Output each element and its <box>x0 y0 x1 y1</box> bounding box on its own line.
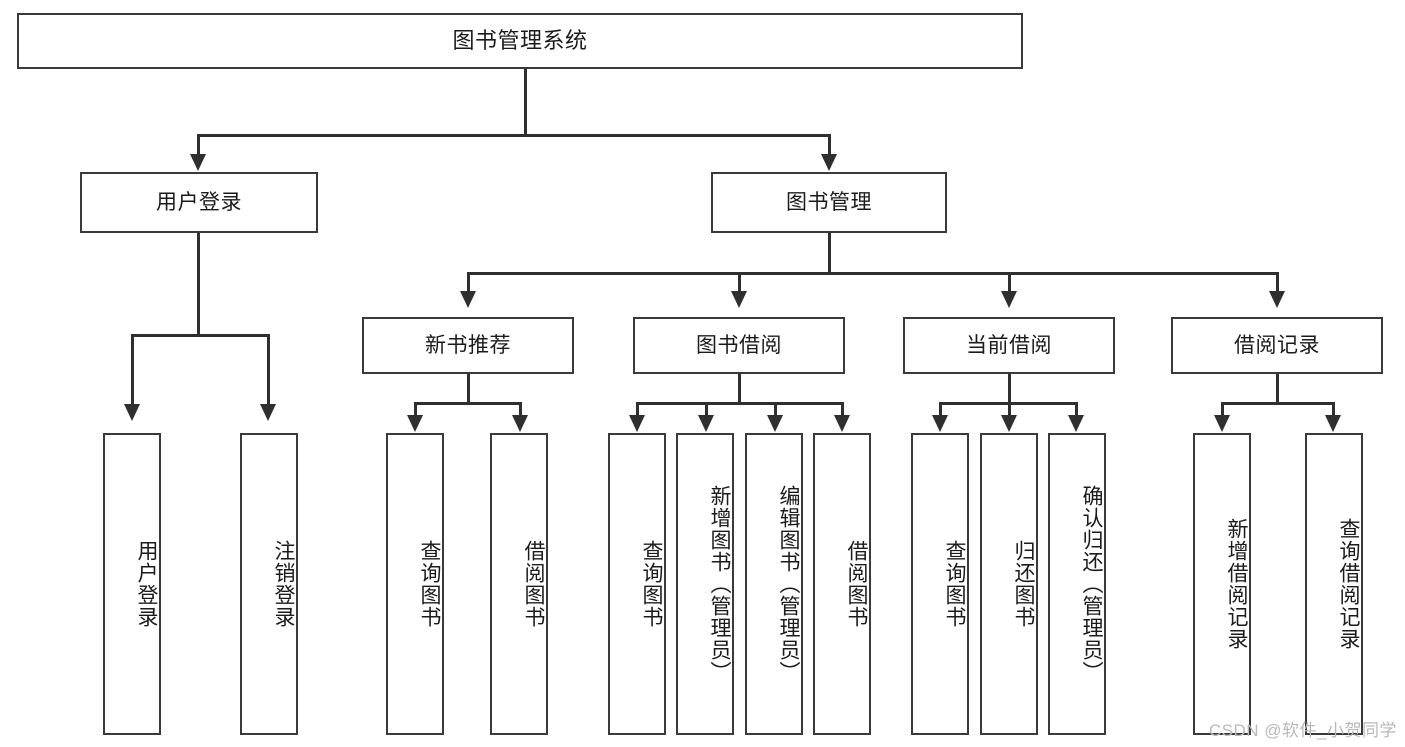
arrow-currentborrow-to-leaf2 <box>1001 415 1017 432</box>
node-label: 借阅图书 <box>522 540 545 628</box>
node-user-login[interactable]: 用户登录 <box>80 172 318 233</box>
edge-bookmgmt-to-c2 <box>738 272 741 294</box>
arrow-bookborrow-to-leaf2 <box>698 415 714 432</box>
arrow-bookmgmt-to-c2 <box>731 291 747 308</box>
edge-currentborrow-to-leaf3 <box>1075 402 1078 418</box>
leaf-borrow-books-recommend[interactable]: 借阅图书 <box>490 433 548 735</box>
edge-currentborrow-stem <box>1008 373 1011 405</box>
leaf-add-book-admin[interactable]: 新增图书（管理员） <box>676 433 734 735</box>
arrow-bookborrow-to-leaf1 <box>629 415 645 432</box>
node-label: 归还图书 <box>1012 540 1035 628</box>
arrow-bookmgmt-to-c1 <box>460 291 476 308</box>
edge-bookmgmt-stem <box>828 232 831 274</box>
node-label: 查询图书 <box>640 540 663 628</box>
watermark-text: CSDN @软件_小贺同学 <box>1208 721 1397 740</box>
leaf-edit-book-admin[interactable]: 编辑图书（管理员） <box>745 433 803 735</box>
arrow-bookmgmt-to-c3 <box>1001 291 1017 308</box>
arrow-bookborrow-to-leaf4 <box>834 415 850 432</box>
edge-bookborrow-to-leaf3 <box>774 402 777 418</box>
node-label: 查询图书 <box>418 540 441 628</box>
leaf-query-borrow-record[interactable]: 查询借阅记录 <box>1305 433 1363 735</box>
arrow-userlogin-to-leaf1 <box>124 404 140 421</box>
arrow-root-to-userlogin <box>190 154 206 171</box>
edge-borrowrecord-to-leaf2 <box>1332 402 1335 418</box>
edge-currentborrow-to-leaf2 <box>1008 402 1011 418</box>
leaf-query-books-current[interactable]: 查询图书 <box>911 433 969 735</box>
edge-userlogin-stem <box>197 232 200 337</box>
leaf-confirm-return-admin[interactable]: 确认归还（管理员） <box>1048 433 1106 735</box>
node-label: 图书管理系统 <box>452 27 588 53</box>
node-book-management[interactable]: 图书管理 <box>711 172 947 233</box>
node-label: 注销登录 <box>272 540 295 628</box>
node-current-borrowing[interactable]: 当前借阅 <box>903 317 1115 374</box>
arrow-borrowrecord-to-leaf2 <box>1325 415 1341 432</box>
node-label: 用户登录 <box>135 540 158 628</box>
edge-bookborrow-bar <box>636 402 844 405</box>
node-label: 查询借阅记录 <box>1337 518 1360 650</box>
edge-borrowrecord-stem <box>1276 373 1279 405</box>
node-label: 借阅记录 <box>1234 333 1320 357</box>
edge-bookborrow-to-leaf2 <box>705 402 708 418</box>
leaf-user-login[interactable]: 用户登录 <box>103 433 161 735</box>
node-label: 新书推荐 <box>425 333 511 357</box>
arrow-root-to-bookmgmt <box>821 154 837 171</box>
node-label: 用户登录 <box>156 190 242 214</box>
leaf-add-borrow-record[interactable]: 新增借阅记录 <box>1193 433 1251 735</box>
leaf-logout[interactable]: 注销登录 <box>240 433 298 735</box>
edge-bookmgmt-to-c3 <box>1008 272 1011 294</box>
edge-bookborrow-stem <box>738 373 741 405</box>
arrow-borrowrecord-to-leaf1 <box>1214 415 1230 432</box>
edge-newbook-to-leaf2 <box>519 402 522 418</box>
arrow-newbook-to-leaf1 <box>407 415 423 432</box>
arrow-bookmgmt-to-c4 <box>1269 291 1285 308</box>
edge-root-to-userlogin <box>197 134 200 156</box>
edge-bookmgmt-to-c1 <box>467 272 470 294</box>
edge-userlogin-to-leaf1 <box>131 334 134 406</box>
arrow-currentborrow-to-leaf1 <box>932 415 948 432</box>
node-label: 新增借阅记录 <box>1225 518 1248 650</box>
node-label: 当前借阅 <box>966 333 1052 357</box>
arrow-newbook-to-leaf2 <box>512 415 528 432</box>
node-root-book-management-system[interactable]: 图书管理系统 <box>17 13 1023 69</box>
leaf-return-books[interactable]: 归还图书 <box>980 433 1038 735</box>
edge-newbook-bar <box>414 402 522 405</box>
node-borrowing-records[interactable]: 借阅记录 <box>1171 317 1383 374</box>
edge-bookmgmt-bar <box>467 272 1279 275</box>
leaf-query-books-recommend[interactable]: 查询图书 <box>386 433 444 735</box>
node-label: 确认归还（管理员） <box>1080 485 1103 683</box>
edge-root-to-bookmgmt <box>828 134 831 156</box>
arrow-bookborrow-to-leaf3 <box>767 415 783 432</box>
leaf-query-books-borrow[interactable]: 查询图书 <box>608 433 666 735</box>
edge-bookmgmt-to-c4 <box>1276 272 1279 294</box>
node-label: 图书管理 <box>786 190 872 214</box>
edge-userlogin-to-leaf2 <box>267 334 270 406</box>
edge-newbook-to-leaf1 <box>414 402 417 418</box>
edge-borrowrecord-to-leaf1 <box>1221 402 1224 418</box>
edge-bookborrow-to-leaf1 <box>636 402 639 418</box>
edge-borrowrecord-bar <box>1221 402 1335 405</box>
arrow-currentborrow-to-leaf3 <box>1068 415 1084 432</box>
node-label: 借阅图书 <box>845 540 868 628</box>
node-label: 查询图书 <box>943 540 966 628</box>
leaf-borrow-books[interactable]: 借阅图书 <box>813 433 871 735</box>
node-label: 图书借阅 <box>696 333 782 357</box>
node-label: 编辑图书（管理员） <box>777 485 800 683</box>
edge-currentborrow-to-leaf1 <box>939 402 942 418</box>
edge-bookborrow-to-leaf4 <box>841 402 844 418</box>
node-new-book-recommendation[interactable]: 新书推荐 <box>362 317 574 374</box>
edge-newbook-stem <box>467 373 470 405</box>
node-label: 新增图书（管理员） <box>708 485 731 683</box>
arrow-userlogin-to-leaf2 <box>260 404 276 421</box>
edge-root-stem <box>524 68 527 136</box>
edge-userlogin-bar <box>131 334 267 337</box>
node-book-borrowing[interactable]: 图书借阅 <box>633 317 845 374</box>
edge-root-bar <box>197 134 831 137</box>
